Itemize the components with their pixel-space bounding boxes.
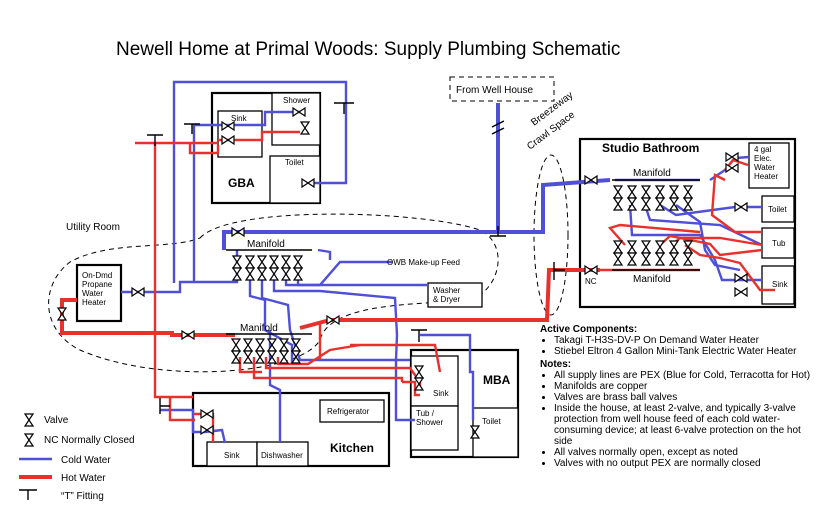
nc-label: NC <box>585 277 597 286</box>
active-components-heading: Active Components: <box>540 324 638 335</box>
note-item: All valves normally open, except as note… <box>554 447 820 458</box>
studio-toilet-label: Toilet <box>768 205 787 214</box>
utility-manifold-top-label: Manifold <box>247 239 285 250</box>
pipe-break-mark <box>491 120 505 135</box>
legend: Valve NC Normally Closed Cold Water Hot … <box>19 413 135 502</box>
manifolds <box>226 179 700 335</box>
note-item: Valves with no output PEX are normally c… <box>554 458 820 469</box>
utility-manifold-bottom-label: Manifold <box>240 323 278 334</box>
gba-toilet-box <box>269 155 321 204</box>
studio-label: Studio Bathroom <box>602 141 699 155</box>
gba-sink-label: Sink <box>231 114 248 123</box>
propane-heater-label: On-Dmd Propane Water Heater <box>82 271 114 307</box>
dishwasher-label: Dishwasher <box>261 451 303 460</box>
legend-nc-label: NC Normally Closed <box>44 435 135 446</box>
mba-toilet-label: Toilet <box>482 417 501 426</box>
legend-cold-label: Cold Water <box>61 455 111 466</box>
studio-tub-box <box>761 227 795 259</box>
legend-tee-label: “T” Fitting <box>61 491 104 502</box>
studio-heater-label: 4 gal Elec. Water Heater <box>754 145 778 181</box>
active-component-item: Stiebel Eltron 4 Gallon Mini-Tank Electr… <box>554 346 820 357</box>
refrigerator-box <box>319 399 385 423</box>
studio-toilet-box <box>761 195 795 223</box>
studio-sink-label: Sink <box>772 280 789 289</box>
studio-heater-box <box>748 142 790 189</box>
mba-label: MBA <box>483 373 511 387</box>
utility-room-label: Utility Room <box>66 222 120 233</box>
active-components-list: Takagi T-H3S-DV-P On Demand Water Heater… <box>540 335 820 357</box>
studio-sink-box <box>761 265 795 305</box>
mba-toilet-box <box>472 407 519 458</box>
note-item: All supply lines are PEX (Blue for Cold,… <box>554 370 820 381</box>
note-item: Valves are brass ball valves <box>554 392 820 403</box>
notes-list: All supply lines are PEX (Blue for Cold,… <box>540 370 820 469</box>
notes-panel: Active Components: Takagi T-H3S-DV-P On … <box>540 324 820 471</box>
gba-sink-box <box>217 110 263 158</box>
gba-shower-box <box>271 92 321 146</box>
note-item: Inside the house, at least 2-valve, and … <box>554 403 820 447</box>
dishwasher-box <box>256 441 309 467</box>
page-title: Newell Home at Primal Woods: Supply Plum… <box>116 39 620 60</box>
studio-manifold-bottom-label: Manifold <box>633 274 671 285</box>
studio-tub-label: Tub <box>772 239 786 248</box>
well-house-box <box>449 76 555 102</box>
well-house-label: From Well House <box>456 85 533 96</box>
kitchen-sink-box <box>206 441 258 467</box>
propane-heater-box <box>75 263 123 323</box>
owb-label: OWB Make-up Feed <box>387 258 460 267</box>
washer-dryer-box <box>427 282 483 308</box>
tee-fittings <box>147 102 565 414</box>
refrigerator-label: Refrigerator <box>327 407 370 416</box>
studio-manifold-top-label: Manifold <box>633 168 671 179</box>
cold-water-lines <box>121 80 763 444</box>
mba-sink-label: Sink <box>433 389 450 398</box>
note-item: Manifolds are copper <box>554 381 820 392</box>
gba-label: GBA <box>228 176 255 190</box>
kitchen-label: Kitchen <box>330 441 374 455</box>
legend-hot-label: Hot Water <box>61 473 106 484</box>
utility-room-region <box>48 213 499 373</box>
mba-tub-label: Tub / Shower <box>416 409 443 427</box>
gba-shower-label: Shower <box>283 96 310 105</box>
gba-toilet-label: Toilet <box>285 158 304 167</box>
kitchen-sink-label: Sink <box>224 451 241 460</box>
mba-tub-box <box>410 405 459 451</box>
washer-dryer-label: Washer & Dryer <box>433 286 463 304</box>
legend-valve-label: Valve <box>44 415 69 426</box>
breezeway-region <box>533 154 569 316</box>
notes-heading: Notes: <box>540 359 572 370</box>
active-component-item: Takagi T-H3S-DV-P On Demand Water Heater <box>554 335 820 346</box>
